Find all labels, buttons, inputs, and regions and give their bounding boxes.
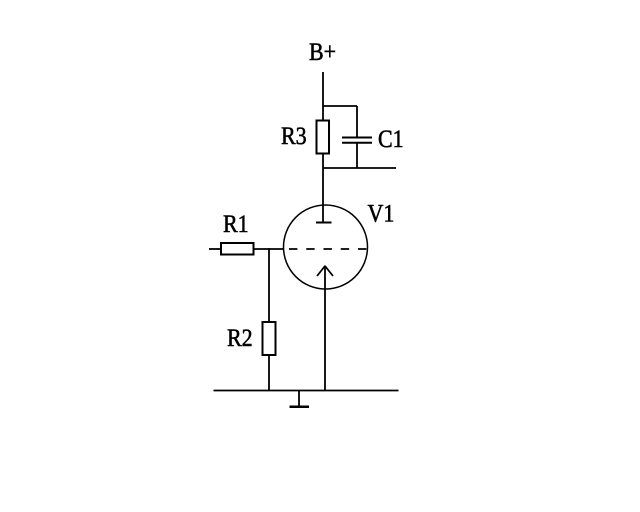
svg-text:R2: R2 — [227, 325, 253, 353]
svg-text:B+: B+ — [309, 39, 336, 67]
svg-text:V1: V1 — [368, 200, 395, 228]
svg-text:R3: R3 — [281, 123, 307, 151]
svg-text:R1: R1 — [223, 211, 249, 239]
svg-text:C1: C1 — [378, 126, 404, 154]
